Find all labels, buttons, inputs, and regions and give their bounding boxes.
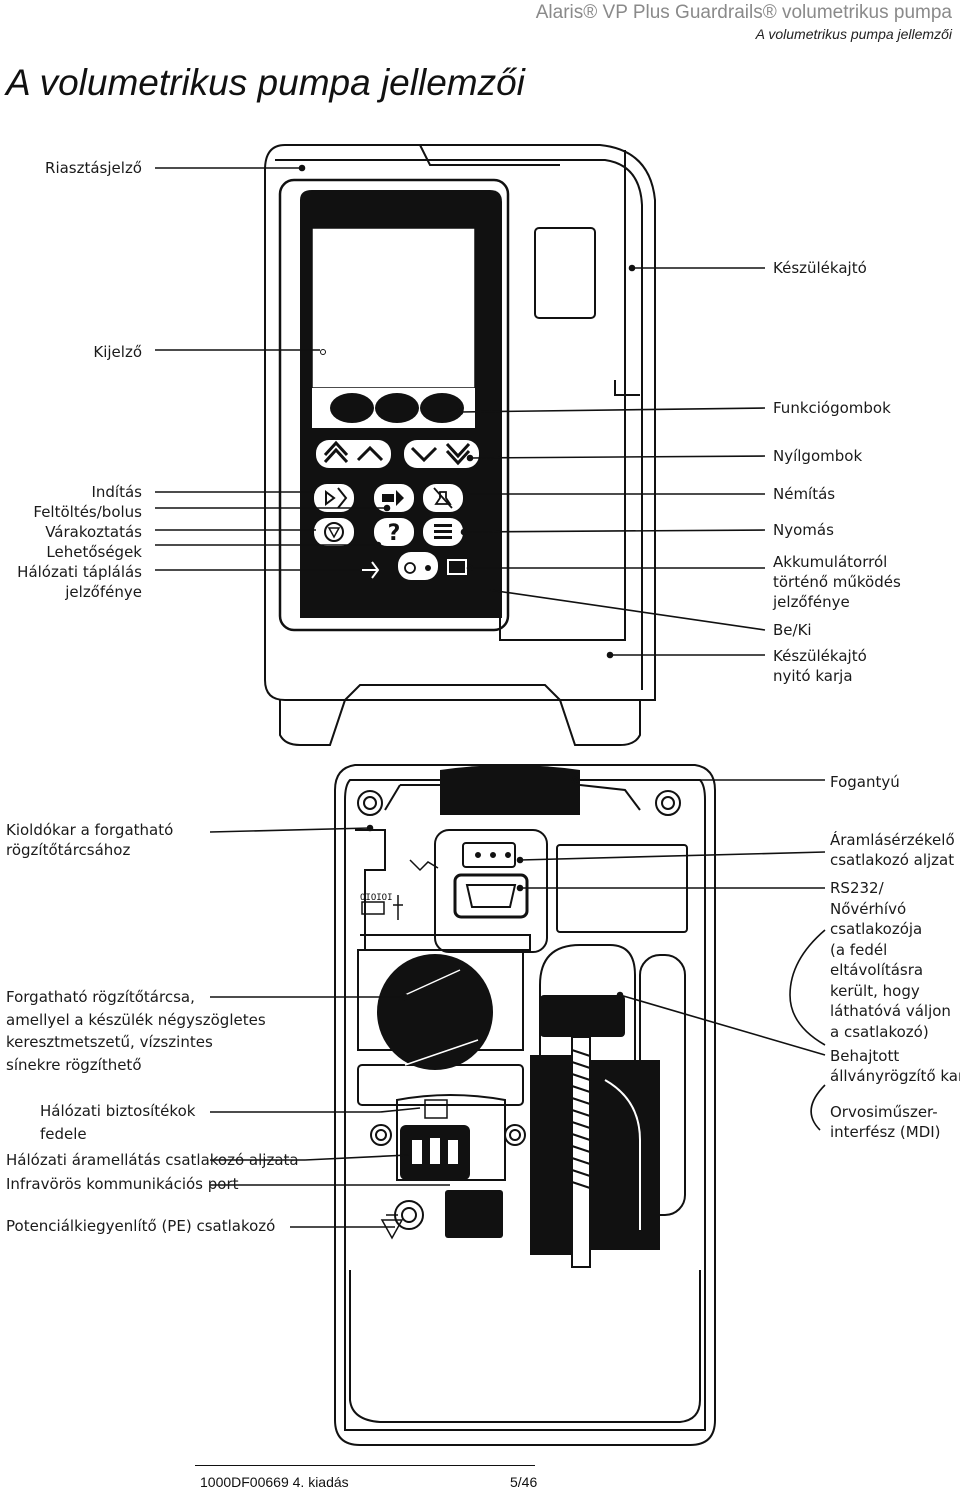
label-rs232-line-7: láthatóvá váljon (830, 1002, 951, 1020)
label-flow-sensor: Áramlásérzékelő csatlakozó aljzat (830, 830, 955, 870)
label-battery: Akkumulátorról történő működés jelzőfény… (773, 552, 901, 612)
label-flow-sensor-line-2: csatlakozó aljzat (830, 851, 955, 869)
front-leader-lines (155, 164, 766, 659)
label-door-lever-line-2: nyitó karja (773, 667, 853, 685)
label-pole-clamp: Behajtott állványrögzítő kar (830, 1046, 960, 1086)
label-alarm: Riasztásjelző (45, 159, 142, 177)
pole-clamp-knob (540, 995, 625, 1037)
label-door-lever-line-1: Készülékajtó (773, 647, 867, 665)
pe-icon (380, 1214, 404, 1240)
svg-text:?: ? (388, 521, 401, 546)
hold-key (314, 518, 354, 546)
function-key-3 (420, 393, 464, 423)
on-off-key (398, 552, 438, 580)
clamp-dial (377, 954, 493, 1070)
front-pump-drawing (264, 144, 656, 746)
flow-sensor-icon (409, 859, 439, 872)
label-battery-line-3: jelzőfénye (773, 593, 850, 611)
label-mdi: Orvosiműszer- interfész (MDI) (830, 1102, 941, 1142)
label-release-lever-line-1: Kioldókar a forgatható (6, 821, 174, 839)
label-fuse-cover-line-1: Hálózati biztosítékok (40, 1102, 196, 1120)
label-on-off: Be/Ki (773, 621, 812, 639)
header-section: A volumetrikus pumpa jellemzői (755, 26, 952, 42)
label-left-group: Indítás Feltöltés/bolus Várakoztatás Leh… (17, 482, 142, 602)
label-clamp-dial: Forgatható rögzítőtárcsa, amellyel a kés… (6, 986, 266, 1076)
footer-page-number: 5/46 (510, 1474, 538, 1490)
rs232-binary-mark: OIOIOI (360, 893, 393, 903)
label-display: Kijelző (93, 343, 142, 361)
label-mains-line-1: Hálózati táplálás (17, 563, 142, 581)
label-flow-sensor-line-1: Áramlásérzékelő (830, 831, 955, 849)
rs232-icon (361, 901, 385, 915)
display-screen (311, 227, 476, 389)
label-rs232-line-6: került, hogy (830, 981, 920, 1000)
function-key-2 (375, 393, 419, 423)
function-key-1 (330, 393, 374, 423)
label-rs232-line-8: a csatlakozó) (830, 1022, 929, 1041)
label-release-lever-line-2: rögzítőtárcsához (6, 841, 131, 859)
label-fuse-cover: Hálózati biztosítékok fedele (40, 1100, 195, 1146)
label-pole-clamp-line-2: állványrögzítő kar (830, 1067, 960, 1085)
display-point (320, 349, 326, 355)
label-prime-bolus: Feltöltés/bolus (33, 503, 142, 521)
label-door-lever: Készülékajtó nyitó karja (773, 646, 867, 686)
label-rs232-line-1: RS232/ (830, 879, 884, 897)
label-pole-clamp-line-1: Behajtott (830, 1047, 900, 1065)
label-fuse-cover-line-2: fedele (40, 1125, 87, 1143)
label-run: Indítás (91, 483, 142, 501)
label-arrow-keys: Nyílgombok (773, 447, 863, 465)
mdi-icon (393, 895, 403, 920)
label-battery-line-1: Akkumulátorról (773, 553, 888, 571)
label-pressure: Nyomás (773, 521, 834, 539)
label-door: Készülékajtó (773, 259, 867, 277)
label-hold: Várakoztatás (45, 523, 142, 541)
label-rs232: RS232/ Nővérhívó csatlakozója (a fedél e… (830, 878, 951, 1042)
label-rs232-line-3: csatlakozója (830, 920, 923, 938)
label-function-keys: Funkciógombok (773, 399, 891, 417)
label-ir-port: Infravörös kommunikációs port (6, 1175, 239, 1193)
label-mdi-line-1: Orvosiműszer- (830, 1103, 938, 1121)
label-clamp-dial-line-2: amellyel a készülék négyszögletes (6, 1010, 266, 1029)
footer-rule (195, 1465, 535, 1466)
label-handle: Fogantyú (830, 773, 900, 791)
label-rs232-line-5: eltávolításra (830, 961, 924, 979)
arrow-keys-up (316, 440, 391, 468)
rear-pump-drawing (334, 764, 716, 1446)
label-mute: Némítás (773, 485, 836, 503)
footer-doc-id: 1000DF00669 4. kiadás (200, 1474, 349, 1490)
label-clamp-dial-line-3: keresztmetszetű, vízszintes (6, 1033, 213, 1051)
label-mdi-line-2: interfész (MDI) (830, 1123, 941, 1141)
rear-leader-lines (209, 776, 826, 1228)
battery-indicator (447, 559, 467, 575)
label-clamp-dial-line-1: Forgatható rögzítőtárcsa, (6, 988, 195, 1006)
mains-indicator (362, 561, 380, 579)
label-mains-line-2: jelzőfénye (65, 583, 142, 601)
label-clamp-dial-line-4: sínekre rögzíthető (6, 1055, 142, 1074)
options-key (374, 518, 414, 546)
label-options: Lehetőségek (46, 543, 142, 561)
manual-icon (424, 1099, 448, 1119)
handle-grip (440, 765, 580, 815)
header-product: Alaris® VP Plus Guardrails® volumetrikus… (535, 2, 952, 23)
label-power-socket: Hálózati áramellátás csatlakozó aljzata (6, 1151, 299, 1169)
label-rs232-line-4: (a fedél (830, 940, 888, 959)
label-pe-connector: Potenciálkiegyenlítő (PE) csatlakozó (6, 1217, 276, 1235)
pole-clamp-arm (530, 1055, 660, 1255)
label-rs232-line-2: Nővérhívó (830, 899, 907, 918)
label-battery-line-2: történő működés (773, 573, 901, 591)
ir-port (445, 1190, 503, 1238)
label-release-lever: Kioldókar a forgatható rögzítőtárcsához (6, 820, 173, 860)
page-title: A volumetrikus pumpa jellemzői (6, 62, 525, 103)
